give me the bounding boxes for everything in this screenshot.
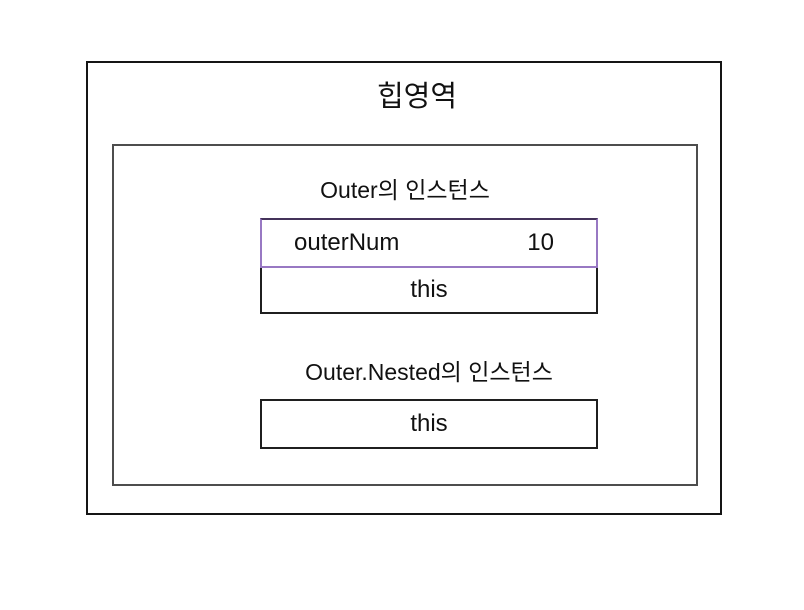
outer-this-label: this (410, 276, 448, 303)
nested-this-label: this (410, 410, 448, 437)
outer-num-row: outerNum 10 (260, 218, 598, 268)
outer-instance-label: Outer의 인스턴스 (320, 177, 490, 203)
nested-this-box: this (260, 399, 598, 449)
nested-instance-label: Outer.Nested의 인스턴스 (305, 359, 553, 385)
outer-this-row: this (260, 268, 598, 314)
outer-num-field-value: 10 (527, 229, 554, 256)
heap-area-title: 힙영역 (376, 81, 458, 113)
outer-num-field-name: outerNum (294, 229, 400, 256)
